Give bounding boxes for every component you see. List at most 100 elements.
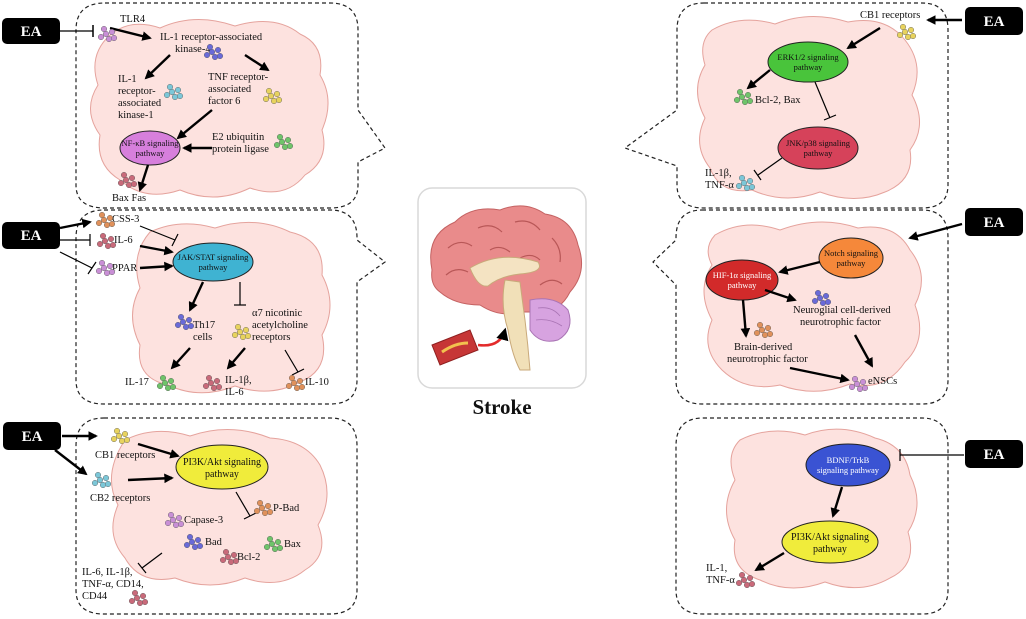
molecule-cluster-icon bbox=[163, 83, 183, 100]
molecule-cluster-icon bbox=[117, 171, 137, 188]
molecule-cluster-icon bbox=[812, 290, 832, 307]
bcl2-label: Bcl-2 bbox=[237, 552, 260, 563]
molecule-cluster-icon bbox=[202, 375, 222, 392]
il10-label: IL-10 bbox=[305, 377, 329, 388]
pi3k-pathway-node-right bbox=[781, 520, 879, 564]
molecule-cluster-icon bbox=[286, 375, 306, 392]
bdnf-pathway-node bbox=[805, 443, 891, 487]
molecule-cluster-icon bbox=[110, 428, 130, 445]
cb2-label: CB2 receptors bbox=[90, 493, 150, 504]
bubble-p4 bbox=[652, 209, 949, 405]
bax-label: Bax bbox=[284, 539, 302, 550]
molecule-cluster-icon bbox=[263, 87, 283, 104]
ea-label-p2: EA bbox=[984, 14, 1005, 30]
cb1-label-p5: CB1 receptors bbox=[95, 450, 155, 461]
molecule-cluster-icon bbox=[754, 322, 774, 339]
il1b6-label: IL-1β,IL-6 bbox=[225, 375, 252, 398]
vessel-to-brain-arrow bbox=[477, 327, 509, 347]
ea-label-p5: EA bbox=[22, 429, 43, 445]
tlr4-label: TLR4 bbox=[120, 14, 146, 25]
bad-label: Bad bbox=[205, 537, 223, 548]
hif-pathway-node bbox=[705, 259, 779, 301]
molecule-cluster-icon bbox=[849, 376, 869, 393]
molecule-cluster-icon bbox=[736, 174, 756, 191]
capase-label: Capase-3 bbox=[184, 515, 223, 526]
nfkb-pathway-node bbox=[119, 130, 181, 166]
molecule-cluster-icon bbox=[164, 512, 184, 529]
molecule-cluster-icon bbox=[95, 211, 115, 228]
panel-pi3k-left: EA CB1 receptors CB2 receptors PI3K/Akt … bbox=[3, 422, 302, 602]
molecule-cluster-icon bbox=[128, 590, 148, 607]
molecule-cluster-icon bbox=[231, 324, 251, 341]
bubble-p6 bbox=[675, 417, 949, 615]
molecule-cluster-icon bbox=[91, 472, 111, 489]
ppar-label: PPAR bbox=[112, 263, 137, 274]
molecule-cluster-icon bbox=[96, 232, 116, 249]
bubble-p2 bbox=[623, 2, 949, 209]
molecule-cluster-icon bbox=[95, 260, 115, 277]
molecule-cluster-icon bbox=[253, 500, 274, 517]
ea-box-p5[interactable] bbox=[3, 422, 61, 450]
molecule-cluster-icon bbox=[203, 44, 223, 61]
baxfas-label: Bax Fas bbox=[112, 193, 146, 204]
blood-vessel-image bbox=[431, 327, 509, 366]
ea-box-p6[interactable] bbox=[965, 440, 1023, 468]
bubble-p3 bbox=[75, 209, 387, 405]
ea-label-p3: EA bbox=[21, 228, 42, 244]
molecule-cluster-icon bbox=[219, 549, 239, 566]
ensc-label: eNSCs bbox=[868, 376, 897, 387]
bubble-p1 bbox=[75, 2, 386, 209]
molecule-cluster-icon bbox=[897, 24, 917, 41]
molecule-cluster-icon bbox=[156, 375, 176, 392]
brain-image bbox=[430, 205, 583, 371]
molecule-cluster-icon bbox=[736, 572, 756, 589]
molecule-cluster-icon bbox=[274, 133, 294, 150]
ea-label-p1: EA bbox=[21, 24, 42, 40]
molecule-cluster-icon bbox=[734, 88, 754, 105]
cell-p2 bbox=[697, 15, 920, 199]
molecule-cluster-icon bbox=[97, 26, 117, 43]
ea-box-p2[interactable] bbox=[965, 7, 1023, 35]
cytokines-label: IL-6, IL-1β,TNF-α, CD14,CD44 bbox=[82, 567, 144, 602]
ea-box-p4[interactable] bbox=[965, 208, 1023, 236]
molecule-clusters bbox=[91, 24, 917, 607]
css3-label: CSS-3 bbox=[112, 214, 139, 225]
ea-label-p6: EA bbox=[984, 447, 1005, 463]
molecule-cluster-icon bbox=[264, 536, 284, 553]
molecule-cluster-icon bbox=[174, 314, 194, 331]
bcl2bax-label: Bcl-2, Bax bbox=[755, 95, 801, 106]
pi3k-pathway-node-left bbox=[175, 444, 269, 490]
ea-box-p3[interactable] bbox=[2, 222, 60, 249]
il6-label: IL-6 bbox=[114, 235, 133, 246]
center-illustration: Stroke bbox=[417, 187, 587, 419]
molecule-cluster-icon bbox=[183, 534, 203, 551]
ea-label-p4: EA bbox=[984, 215, 1005, 231]
pbad-label: P-Bad bbox=[273, 503, 300, 514]
jnk-pathway-node bbox=[777, 126, 859, 170]
ea-box-p1[interactable] bbox=[2, 18, 60, 44]
notch-pathway-node bbox=[818, 237, 884, 279]
